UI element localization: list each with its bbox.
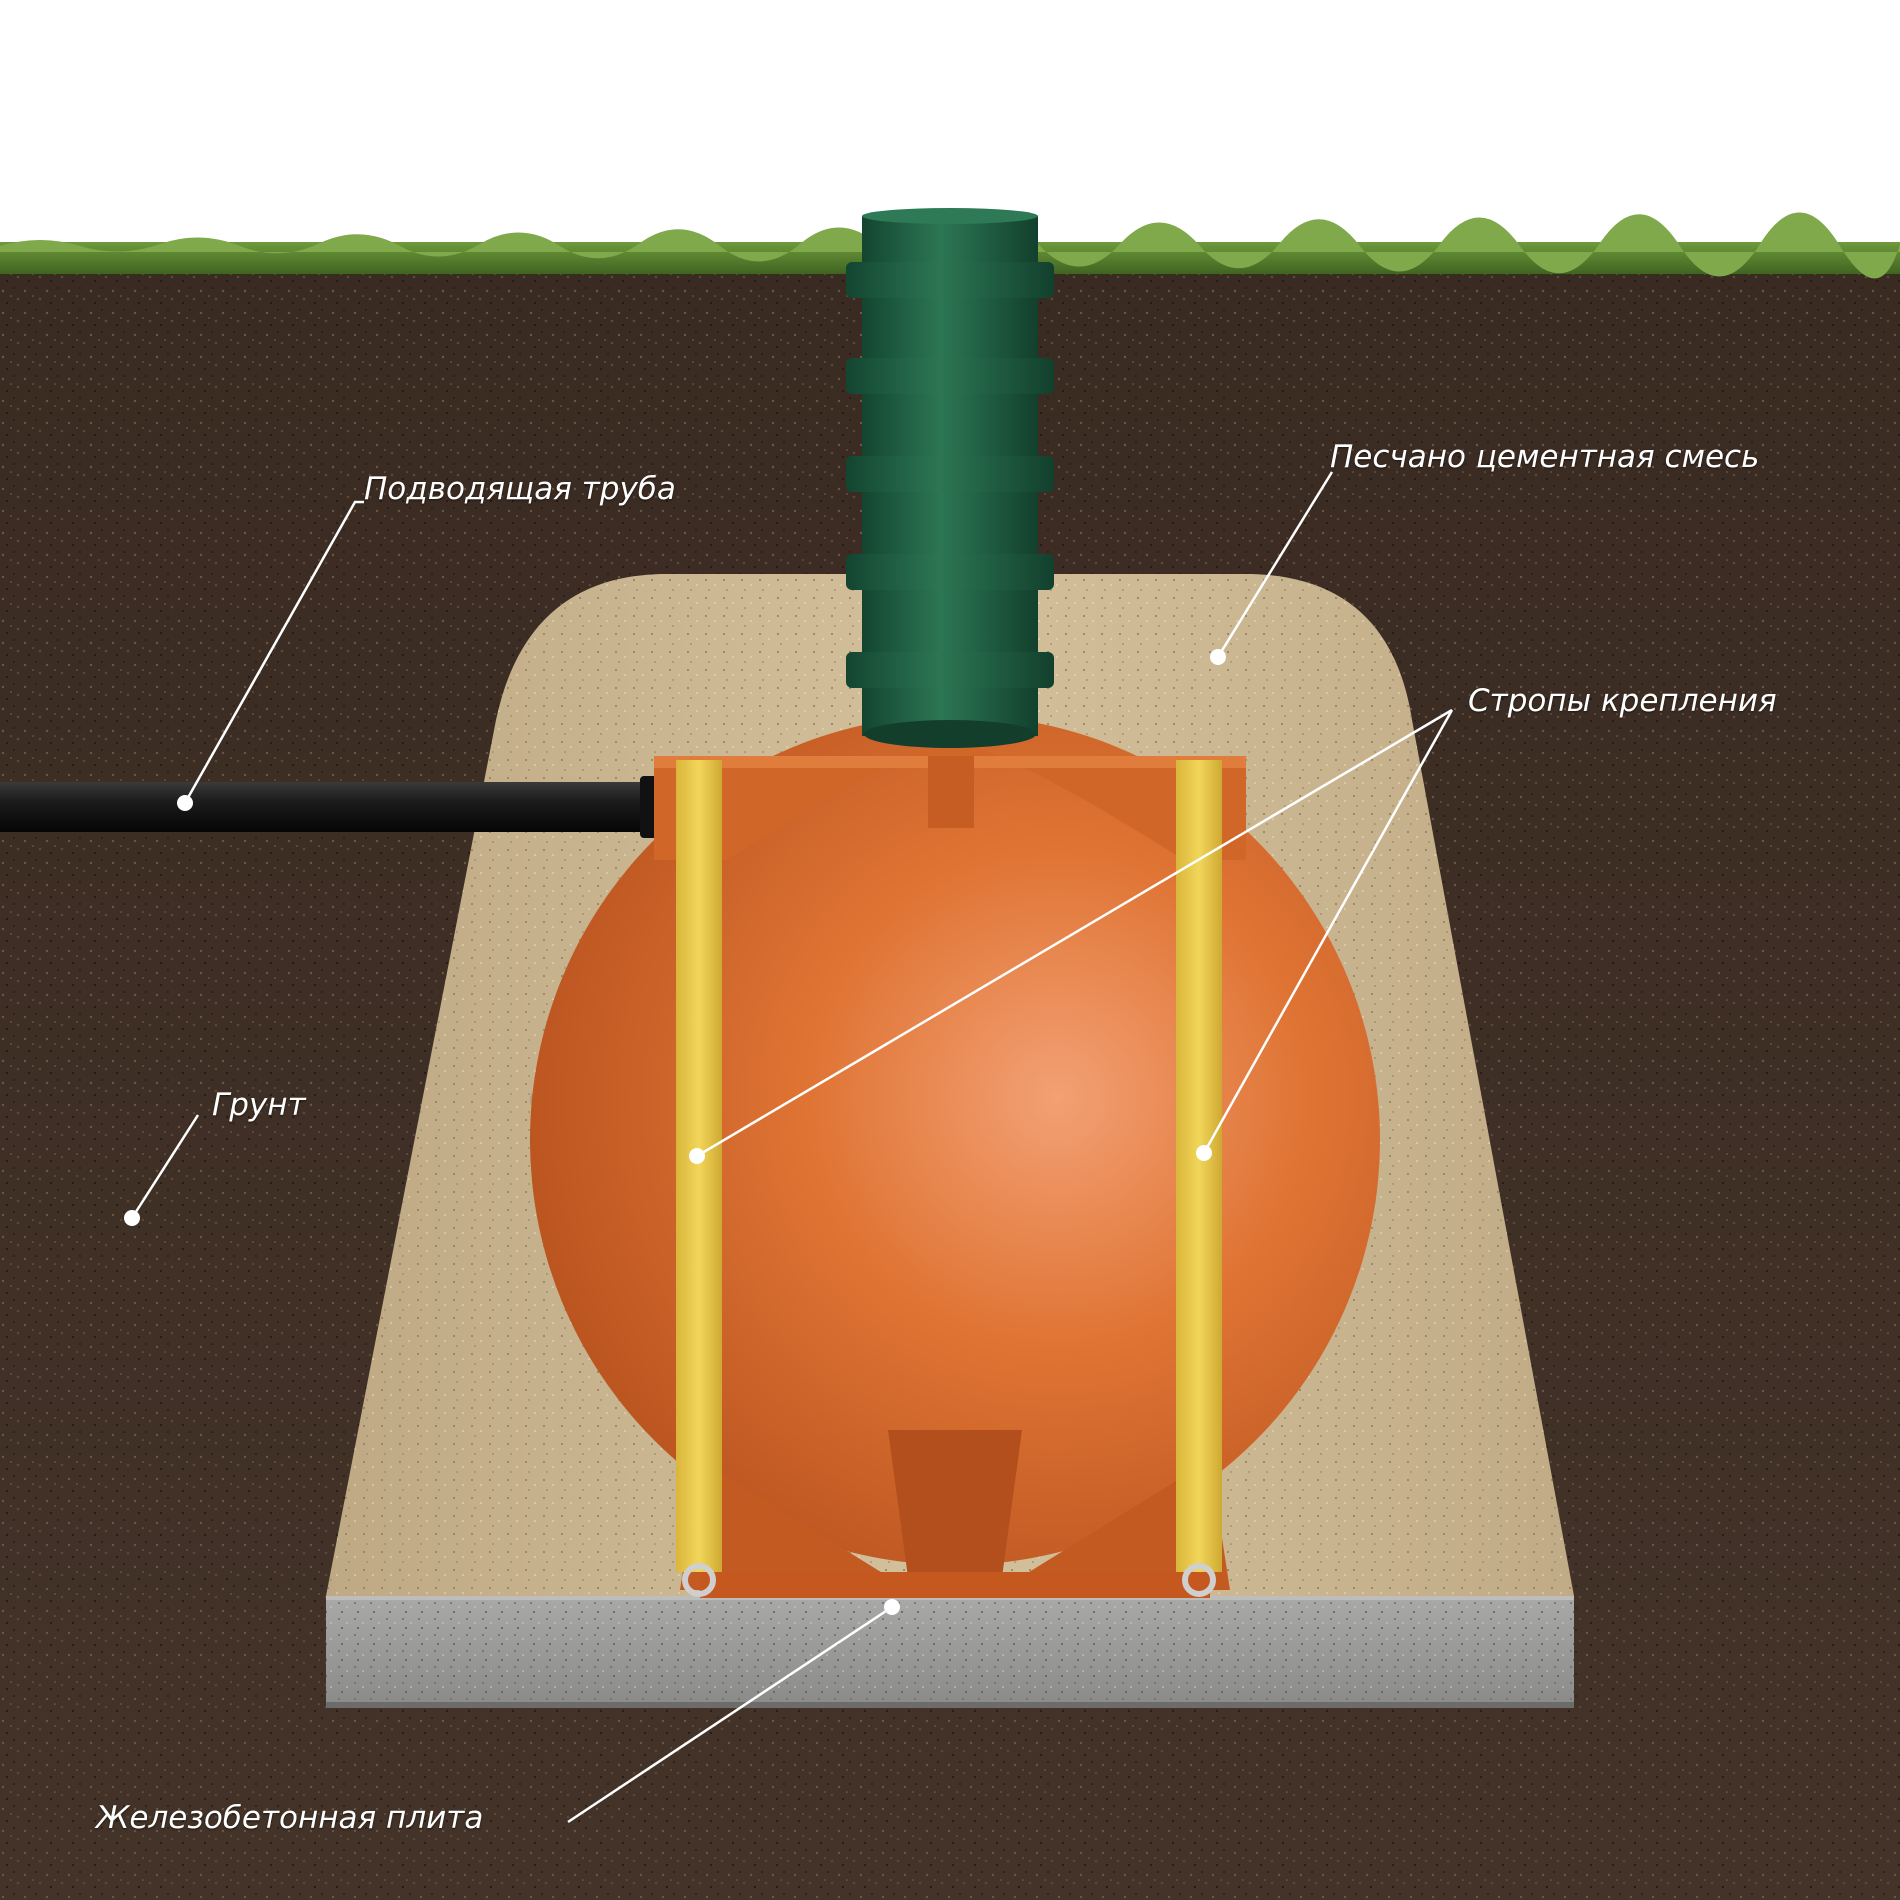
inlet-pipe <box>0 776 660 838</box>
label-sand-cement: Песчано цементная смесь <box>1330 439 1760 475</box>
callout-lines <box>130 471 1454 1824</box>
callout-dots <box>124 649 1226 1615</box>
label-soil: Грунт <box>212 1087 306 1123</box>
fixing-straps <box>676 760 1222 1597</box>
label-straps: Стропы крепления <box>1468 683 1777 719</box>
access-neck <box>846 208 1054 748</box>
label-concrete-slab: Железобетонная плита <box>96 1800 484 1836</box>
septic-tank <box>530 715 1380 1598</box>
concrete-slab <box>326 1596 1574 1708</box>
label-inlet-pipe: Подводящая труба <box>364 471 676 507</box>
